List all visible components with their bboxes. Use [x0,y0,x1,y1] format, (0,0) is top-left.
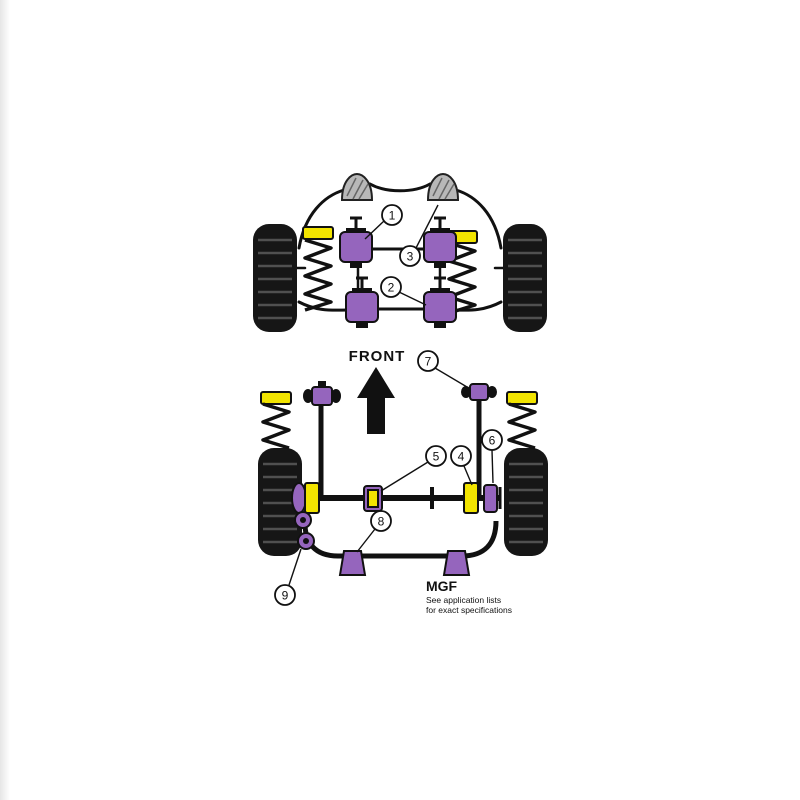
anti-roll-bar-clamp-right [442,550,471,576]
rear-suspension-assembly [256,381,550,576]
rear-right-spring-seat [506,391,538,405]
rear-right-arm-bushes [463,482,498,514]
front-right-subframe-mount [427,173,459,201]
callout-8-label: 8 [378,515,385,529]
engine-mount-lower-left [344,276,380,330]
callout-1-label: 1 [389,209,396,223]
callout-2-label: 2 [388,281,395,295]
rear-left-arm-outer-bush [291,482,320,514]
front-right-tire [501,222,549,334]
callout-3: 3 [399,204,439,267]
callout-5: 5 [380,445,447,492]
rear-drop-link [294,511,315,550]
front-label: FRONT [349,348,406,365]
callout-4-label: 4 [458,450,465,464]
callout-7: 7 [417,350,468,388]
engine-mount-upper-right [422,216,458,270]
callout-5-label: 5 [433,450,440,464]
note-line-2: for exact specifications [426,605,512,615]
front-left-spring-seat [302,226,334,240]
callout-2: 2 [380,276,427,306]
front-arrow-icon [357,367,395,434]
rear-right-upper-link-bush [461,383,497,401]
front-right-frame-line [454,188,503,250]
callout-6: 6 [481,429,503,484]
rear-left-arm-inner-bush [363,485,383,512]
page-edge-shading [0,0,10,800]
front-left-frame-line [297,188,346,250]
callout-8: 8 [356,510,392,553]
callout-6-label: 6 [489,434,496,448]
callout-9-label: 9 [282,589,289,603]
front-left-subframe-mount [341,173,373,201]
model-name: MGF [426,578,458,594]
front-suspension-assembly [251,173,549,334]
rear-anti-roll-bar [302,519,499,559]
engine-mount-upper-left [338,216,374,270]
rear-right-coil-spring [507,402,537,450]
model-note-block: MGF See application lists for exact spec… [426,578,512,615]
note-line-1: See application lists [426,595,501,605]
callout-9: 9 [274,548,302,606]
rear-right-tire [502,446,550,558]
anti-roll-bar-clamp-left [338,550,367,576]
callout-3-label: 3 [407,250,414,264]
callout-1: 1 [364,204,403,240]
rear-left-upper-link-bush [303,381,341,406]
front-left-lower-arm [297,300,350,312]
rear-left-spring-seat [260,391,292,405]
front-center-link-line [368,182,432,193]
callout-7-label: 7 [425,355,432,369]
rear-left-coil-spring [261,402,291,450]
front-direction-indicator: FRONT [349,348,406,434]
front-left-coil-spring [303,238,333,312]
engine-mount-lower-right [422,276,458,330]
front-left-tire [251,222,299,334]
callout-4: 4 [450,445,473,486]
